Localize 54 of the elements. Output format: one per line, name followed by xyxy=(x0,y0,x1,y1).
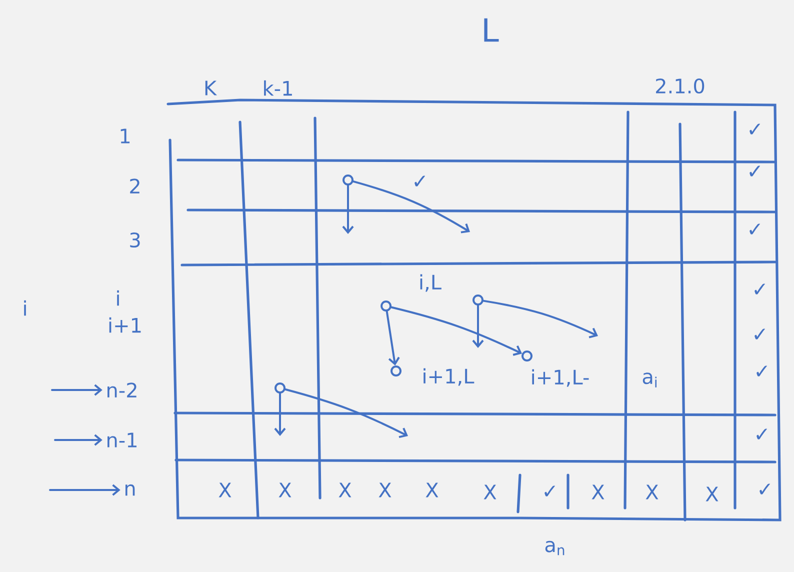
arrow xyxy=(472,304,484,348)
arrow xyxy=(352,180,470,234)
label: i xyxy=(24,300,26,316)
arrow xyxy=(54,434,102,446)
label: ✓ xyxy=(750,224,760,234)
label: ✓ xyxy=(544,486,555,496)
label: ✓ xyxy=(414,176,425,186)
label: ✓ xyxy=(754,284,765,294)
arrow xyxy=(274,392,286,436)
arrow xyxy=(51,384,102,396)
arrow xyxy=(386,310,400,366)
label: i,L xyxy=(420,274,442,292)
label: X xyxy=(592,484,604,500)
label: ✓ xyxy=(756,366,767,376)
row-label: n-1 xyxy=(108,432,136,448)
label: i+1,L- xyxy=(532,369,589,387)
label: 1 xyxy=(120,128,130,144)
label: X xyxy=(338,482,352,498)
label: 2 xyxy=(130,178,140,194)
label: a$_{n}$ xyxy=(545,540,564,556)
row-label: n xyxy=(126,484,135,496)
label: a$_{i}$ xyxy=(642,372,656,388)
label: X xyxy=(218,482,232,498)
arrow xyxy=(49,484,120,496)
label: X xyxy=(378,482,392,498)
arrow xyxy=(284,388,408,438)
label: X xyxy=(646,484,658,500)
start-dot xyxy=(472,294,484,306)
label: k-1 xyxy=(264,80,292,96)
start-dot xyxy=(342,174,354,186)
row-label: n-2 xyxy=(108,382,136,398)
label: K xyxy=(205,80,217,96)
label: X xyxy=(484,484,496,500)
label: L xyxy=(484,18,499,42)
label: ✓ xyxy=(754,328,765,340)
label: 3 xyxy=(130,232,140,248)
label: ✓ xyxy=(760,484,770,494)
arrow xyxy=(482,300,598,338)
arrow xyxy=(342,184,354,234)
label: i xyxy=(117,290,119,306)
start-dot xyxy=(274,382,286,394)
start-dot xyxy=(380,300,392,312)
start-dot xyxy=(522,350,532,362)
label: X xyxy=(706,486,718,502)
label: i+1,L xyxy=(424,368,474,386)
label: i+1 xyxy=(109,317,141,333)
start-dot xyxy=(390,366,402,376)
label: X xyxy=(278,482,292,498)
label: X xyxy=(426,482,438,498)
label: ✓ xyxy=(750,166,760,176)
label: 2.1.0 xyxy=(656,78,704,94)
label: ✓ xyxy=(756,428,767,440)
label: ✓ xyxy=(750,124,760,134)
arrow xyxy=(390,306,522,356)
